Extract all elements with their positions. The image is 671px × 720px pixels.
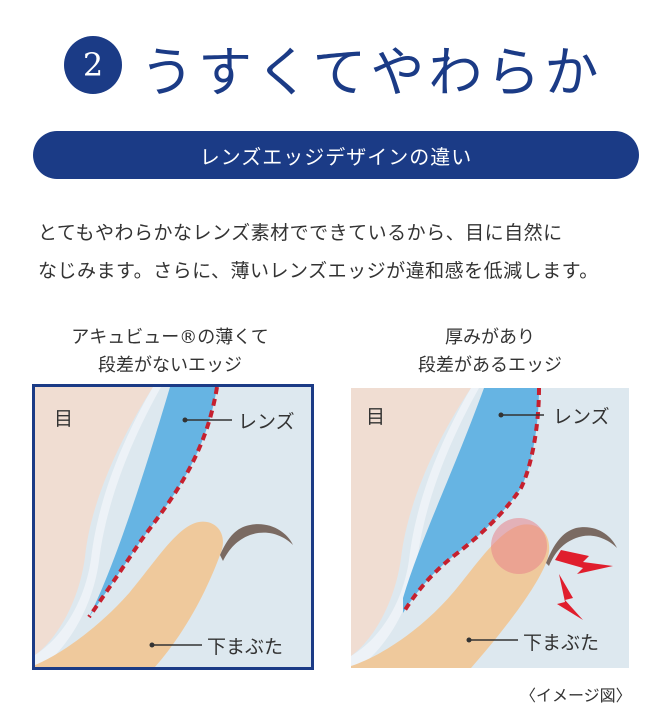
diagram-thin-edge-illustration <box>35 387 311 667</box>
label-eye: 目 <box>54 408 74 430</box>
eyelid-shape <box>35 521 223 667</box>
diagram-thick-edge-illustration <box>351 388 629 668</box>
section-number-badge: 2 <box>64 36 122 94</box>
left-caption-line-1: アキュビュー®の薄くて <box>71 327 269 348</box>
lens-shape <box>89 387 217 617</box>
section-banner: レンズエッジデザインの違い <box>33 131 639 179</box>
eye-shape <box>351 388 471 656</box>
lightning-bolt-icon <box>557 574 583 620</box>
left-caption: アキュビュー®の薄くて 段差がないエッジ <box>20 324 320 380</box>
eye-shape <box>35 387 153 655</box>
description-line-1: とてもやわらかなレンズ素材でできているから、目に自然に <box>38 222 563 244</box>
header: 2 うすくてやわらか <box>0 0 671 120</box>
lens-edge-dash <box>87 387 219 619</box>
irritation-spot <box>491 518 547 574</box>
label-eyelid: 下まぶた <box>523 632 600 654</box>
label-eye: 目 <box>366 406 386 428</box>
right-caption: 厚みがあり 段差があるエッジ <box>340 324 640 380</box>
diagram-thin-edge: 目 レンズ 下まぶた <box>32 384 314 670</box>
eyelash-shape <box>220 524 293 561</box>
left-caption-line-2: 段差がないエッジ <box>98 355 242 376</box>
description: とてもやわらかなレンズ素材でできているから、目に自然に なじみます。さらに、薄い… <box>38 214 638 290</box>
lens-edge-dash <box>401 388 541 615</box>
label-eyelid: 下まぶた <box>207 636 284 658</box>
label-lens: レンズ <box>553 406 610 428</box>
lens-shape <box>403 388 539 613</box>
label-lens: レンズ <box>238 411 295 433</box>
eyelash-shape <box>546 527 617 566</box>
description-line-2: なじみます。さらに、薄いレンズエッジが違和感を低減します。 <box>38 260 599 282</box>
right-caption-line-1: 厚みがあり <box>445 327 535 348</box>
diagram-thick-edge: 目 レンズ 下まぶた <box>351 388 629 668</box>
section-banner-label: レンズエッジデザインの違い <box>199 144 473 169</box>
section-number: 2 <box>82 46 104 84</box>
image-note: 〈イメージ図〉 <box>520 686 632 705</box>
page-title: うすくてやわらか <box>140 41 603 104</box>
lightning-bolt-icon <box>555 550 613 574</box>
right-caption-line-2: 段差があるエッジ <box>418 355 562 376</box>
